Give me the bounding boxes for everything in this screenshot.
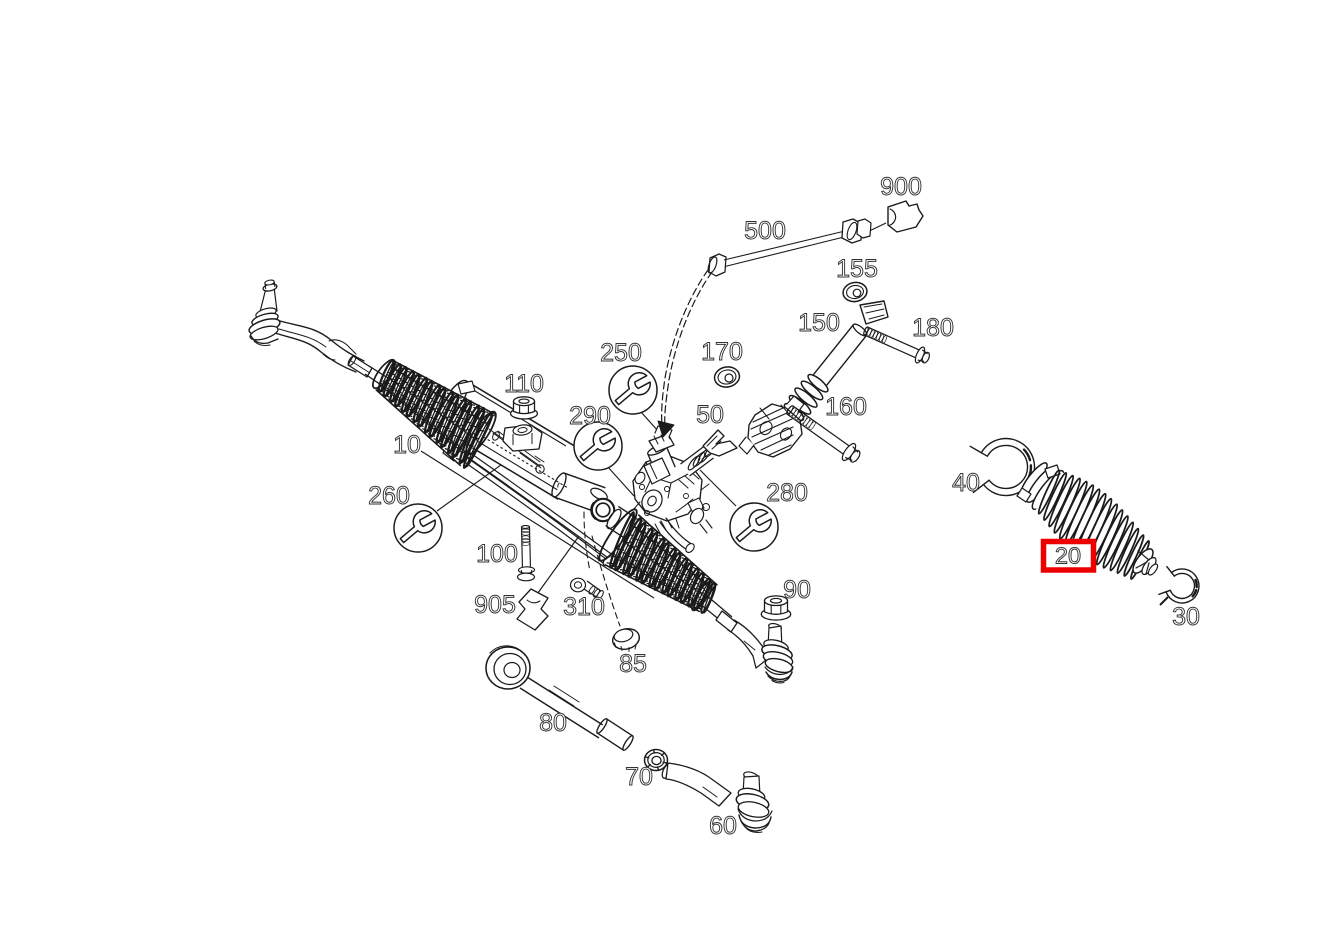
svg-text:260: 260 xyxy=(368,482,410,510)
svg-text:50: 50 xyxy=(696,401,724,429)
svg-text:900: 900 xyxy=(880,173,922,201)
svg-text:30: 30 xyxy=(1172,603,1200,631)
svg-text:160: 160 xyxy=(825,393,867,421)
svg-text:170: 170 xyxy=(701,338,743,366)
svg-text:290: 290 xyxy=(569,402,611,430)
svg-text:90: 90 xyxy=(783,576,811,604)
svg-text:80: 80 xyxy=(539,709,567,737)
svg-text:180: 180 xyxy=(912,314,954,342)
svg-text:110: 110 xyxy=(504,370,544,398)
svg-text:20: 20 xyxy=(1055,543,1081,569)
svg-text:85: 85 xyxy=(619,650,647,678)
svg-text:70: 70 xyxy=(625,763,653,791)
svg-text:100: 100 xyxy=(476,540,518,568)
svg-text:40: 40 xyxy=(952,469,980,497)
svg-text:310: 310 xyxy=(563,593,605,621)
svg-text:155: 155 xyxy=(836,255,878,283)
svg-text:905: 905 xyxy=(474,591,516,619)
svg-text:500: 500 xyxy=(744,217,786,245)
svg-text:150: 150 xyxy=(798,309,840,337)
svg-text:60: 60 xyxy=(709,812,737,840)
svg-text:280: 280 xyxy=(766,479,808,507)
svg-text:10: 10 xyxy=(393,431,421,459)
svg-text:250: 250 xyxy=(600,339,642,367)
